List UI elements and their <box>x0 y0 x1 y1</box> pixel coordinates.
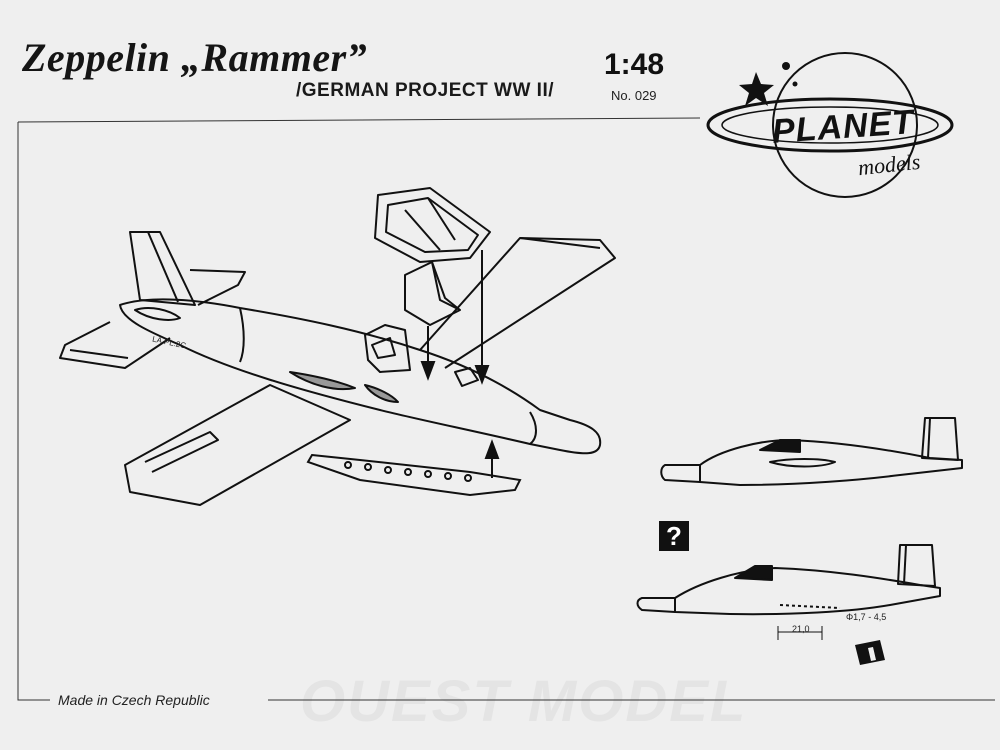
kit-title: Zeppelin „Rammer” <box>22 35 368 80</box>
diameter-dimension: Φ1,7 - 4,5 <box>846 612 887 622</box>
watermark-text: OUEST MODEL <box>300 669 748 734</box>
length-dimension: 21,0 <box>792 624 810 634</box>
question-badge: ? <box>659 521 689 551</box>
kit-scale: 1:48 <box>604 48 665 81</box>
ventral-strip-part <box>306 453 522 497</box>
seat-part <box>404 261 461 326</box>
assembly-arrows <box>420 250 500 478</box>
side-view-lower <box>636 544 941 640</box>
sheet-frame <box>17 117 995 701</box>
canopy-part <box>374 187 491 263</box>
made-in-label: Made in Czech Republic <box>58 692 210 708</box>
kit-subtitle: /GERMAN PROJECT WW II/ <box>296 80 554 101</box>
main-aircraft-drawing <box>59 231 616 506</box>
catalog-number: No. 029 <box>611 88 657 103</box>
small-logo-mark <box>855 640 885 665</box>
planet-logo-graphic <box>706 52 954 198</box>
side-view-upper <box>660 417 963 486</box>
